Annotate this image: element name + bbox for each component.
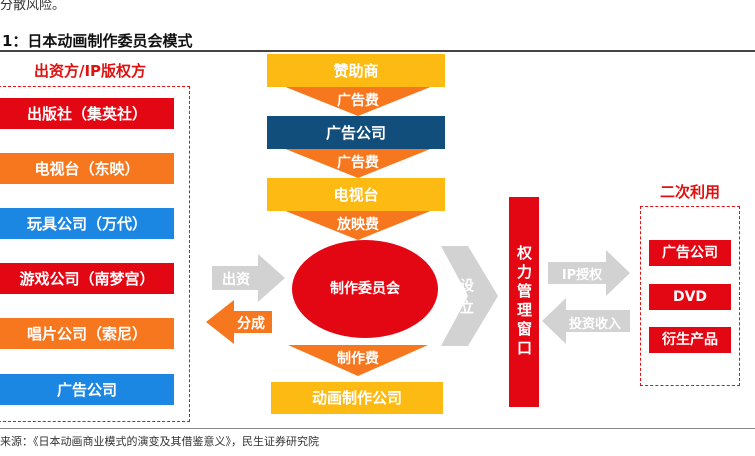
fee-label-broadcast: 放映费	[337, 217, 379, 233]
setup-arrow	[441, 246, 498, 346]
footer-divider	[0, 428, 755, 429]
fee-label-production: 制作费	[337, 351, 379, 367]
animation-studio-box: 动画制作公司	[271, 382, 443, 414]
invest-arrow	[212, 254, 285, 302]
invest-income-arrow	[542, 298, 630, 344]
share-arrow	[206, 300, 272, 344]
fee-arrow-advertising-2	[283, 148, 433, 178]
fee-arrow-broadcast	[283, 210, 433, 240]
title-divider	[0, 50, 755, 52]
fee-arrow-production	[288, 345, 428, 376]
invest-income-label: 投资收入	[568, 317, 621, 332]
ip-license-label: IP授权	[561, 268, 603, 283]
production-committee-label: 制作委员会	[330, 280, 400, 297]
investor-toy-company: 玩具公司（万代）	[0, 208, 174, 239]
intro-text-fragment: 分散风险。	[0, 0, 66, 13]
secondary-derivatives: 衍生产品	[649, 327, 731, 353]
secondary-use-group	[640, 206, 740, 386]
investor-game-company: 游戏公司（南梦宫）	[0, 263, 174, 294]
source-note: 来源：《日本动画商业模式的演变及其借鉴意义》，民生证券研究院	[0, 435, 319, 448]
fee-arrow-advertising-1	[283, 86, 433, 116]
rights-management-window: 权力管理窗口	[509, 197, 539, 407]
figure-title: 1：日本动画制作委员会模式	[2, 32, 193, 50]
sponsor-box: 赞助商	[267, 54, 445, 87]
investor-group	[0, 86, 190, 422]
rights-management-label: 权力管理窗口	[515, 245, 533, 359]
production-committee-oval: 制作委员会	[292, 240, 438, 338]
setup-label: 设立	[458, 278, 474, 322]
ip-license-arrow	[548, 250, 630, 296]
tv-station-box: 电视台	[267, 178, 445, 211]
secondary-use-title: 二次利用	[659, 183, 720, 201]
investor-ad-company: 广告公司	[0, 374, 174, 405]
secondary-ad-company: 广告公司	[649, 240, 731, 266]
investor-record-company: 唱片公司（索尼）	[0, 318, 174, 349]
investor-tv-station: 电视台（东映）	[0, 153, 174, 184]
fee-label-advertising-1: 广告费	[337, 93, 379, 109]
fee-label-advertising-2: 广告费	[337, 155, 379, 171]
secondary-dvd: DVD	[649, 284, 731, 310]
share-label: 分成	[237, 316, 265, 332]
invest-label: 出资	[222, 272, 250, 288]
ad-company-box: 广告公司	[267, 116, 445, 149]
investor-group-title: 出资方/IP版权方	[33, 62, 147, 80]
investor-publisher: 出版社（集英社）	[0, 98, 174, 129]
